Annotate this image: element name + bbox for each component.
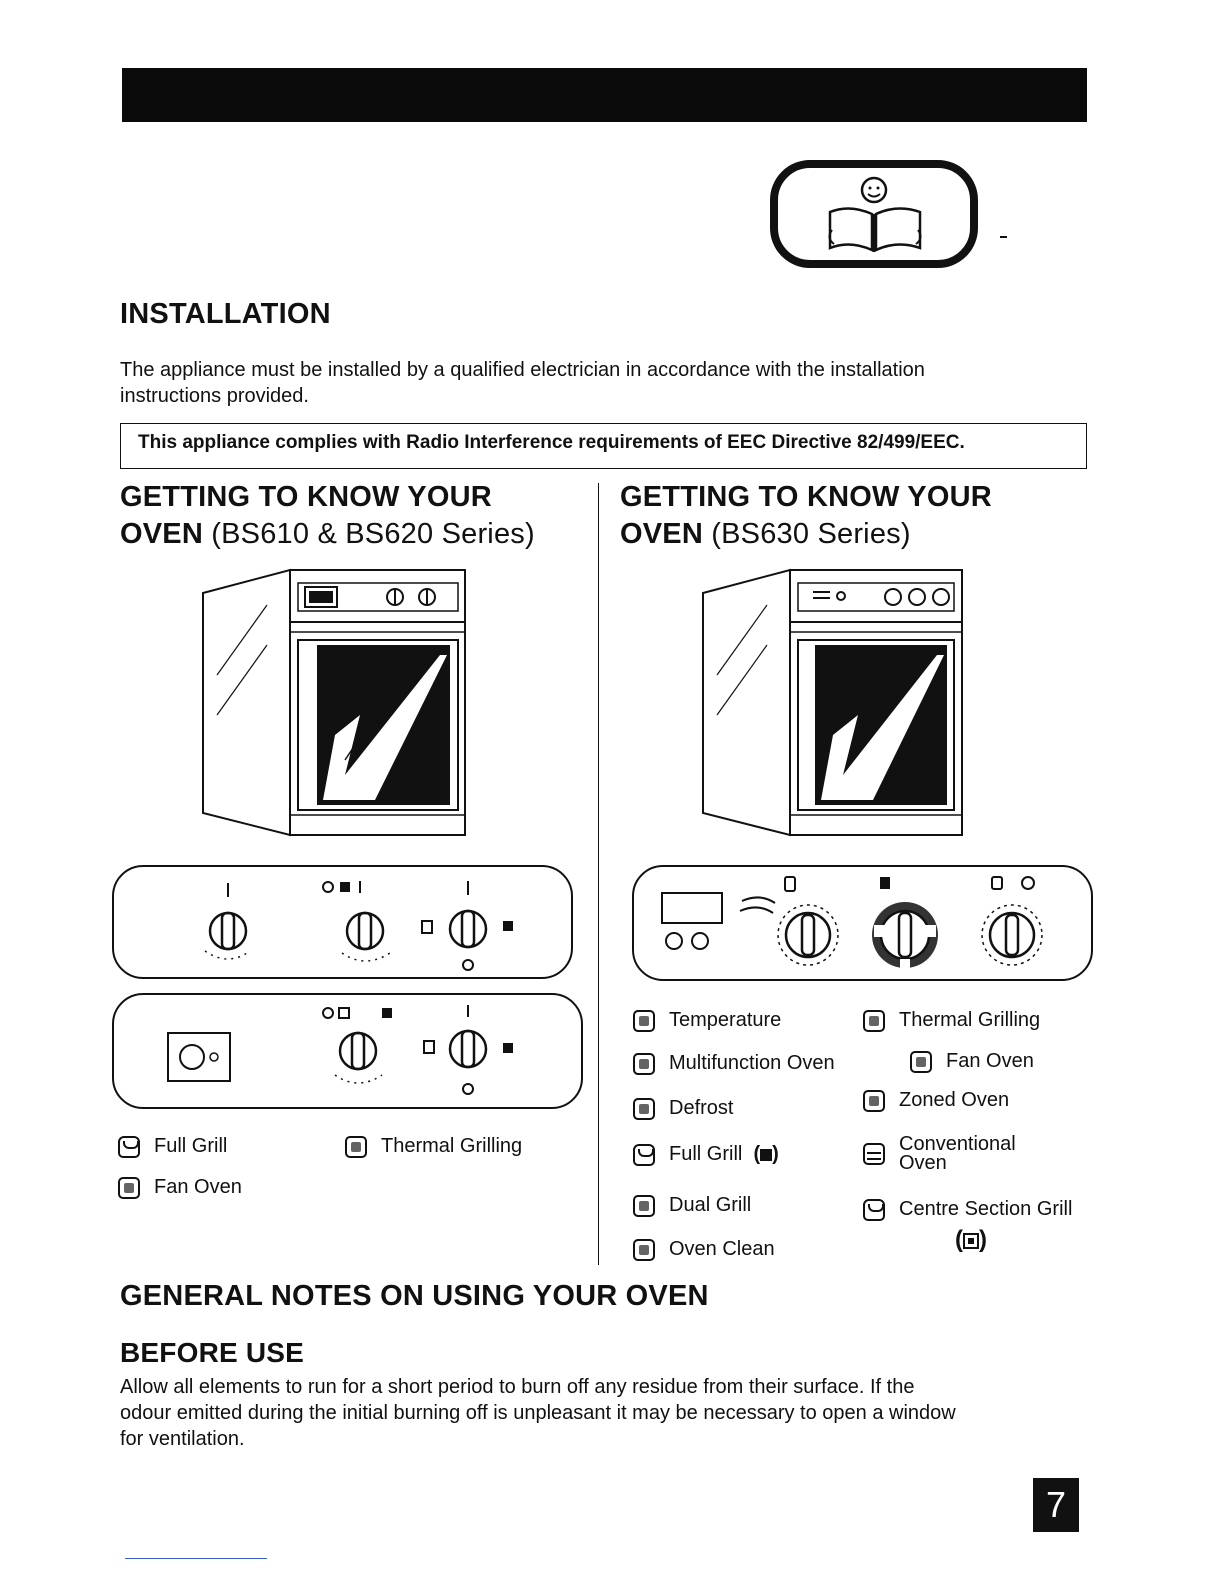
header-bar [122,68,1087,122]
legend-defrost: Defrost [633,1097,733,1120]
legend-label: Fan Oven [154,1176,242,1198]
legend-multifunction-oven: Multifunction Oven [633,1052,835,1075]
control-panel-bs620 [112,993,583,1109]
timer-knob-3 [981,876,1043,966]
column-divider [598,483,599,1265]
legend-thermal-grilling-2: Thermal Grilling [863,1009,1040,1032]
legend-label: Centre Section Grill [899,1198,1073,1220]
left-heading-line-2: OVEN (BS610 & BS620 Series) [120,518,535,551]
before-use-line-2: odour emitted during the initial burning… [120,1402,956,1424]
centre-section-grill-icon [863,1198,885,1221]
function-knob [322,881,391,962]
left-heading-oven: OVEN [120,518,203,550]
left-heading-line-1: GETTING TO KNOW YOUR [120,481,492,513]
function-knob-2 [322,1007,392,1084]
read-instructions-icon [770,160,978,268]
legend-zoned-oven: Zoned Oven [863,1089,1009,1112]
centre-grill-symbol: () [955,1226,987,1253]
right-heading-line-1: GETTING TO KNOW YOUR [620,481,992,513]
timer-knob [204,883,251,960]
legend-label: Conventional Oven [899,1133,1016,1174]
before-use-line-3: for ventilation. [120,1428,245,1450]
right-heading-oven: OVEN [620,518,703,550]
page-number: 7 [1033,1478,1079,1532]
legend-label: Temperature [669,1009,782,1031]
legend-label: Full Grill () [669,1143,779,1165]
eec-notice-text: This appliance complies with Radio Inter… [138,432,965,453]
zoned-oven-icon [863,1089,885,1112]
legend-fan-oven: Fan Oven [118,1176,242,1199]
legend-label: Oven Clean [669,1238,775,1260]
temperature-knob [421,881,513,971]
legend-label: Dual Grill [669,1194,752,1216]
legend-label: Thermal Grilling [381,1135,523,1157]
fan-oven-icon [118,1176,140,1199]
left-heading-series: (BS610 & BS620 Series) [211,518,535,550]
footer-link-line [125,1558,267,1559]
legend-label: Full Grill [154,1135,228,1157]
legend-conventional-oven: Conventional Oven [863,1133,1016,1174]
legend-label: Multifunction Oven [669,1052,835,1074]
multifunction-knob [872,877,938,969]
stray-mark [1000,236,1007,238]
conventional-oven-icon [863,1143,885,1165]
before-use-heading: BEFORE USE [120,1337,305,1368]
full-grill-square-icon [760,1148,773,1161]
centre-square-icon [963,1232,979,1249]
temperature-icon [633,1009,655,1032]
oven-clean-icon [633,1238,655,1261]
full-grill-icon [118,1135,140,1158]
temperature-knob-3 [739,876,839,966]
installation-line-2: instructions provided. [120,385,309,407]
temperature-knob-2 [423,1005,513,1095]
installation-line-1: The appliance must be installed by a qua… [120,359,925,381]
legend-dual-grill: Dual Grill [633,1194,751,1217]
legend-label: Thermal Grilling [899,1009,1041,1031]
fan-oven-icon [910,1050,932,1073]
dual-grill-icon [633,1194,655,1217]
oven-illustration-bs630 [702,568,963,837]
thermal-grilling-icon [863,1009,885,1032]
legend-centre-section-grill: Centre Section Grill [863,1198,1072,1221]
eec-notice: This appliance complies with Radio Inter… [120,423,1087,469]
digital-clock [661,892,723,950]
clock-display [167,1032,231,1082]
legend-label: Defrost [669,1097,734,1119]
legend-oven-clean: Oven Clean [633,1238,775,1261]
legend-full-grill: Full Grill [118,1135,227,1158]
legend-fan-oven-2: Fan Oven [910,1050,1034,1073]
multifunction-oven-icon [633,1052,655,1075]
thermal-grilling-icon [345,1135,367,1158]
legend-label: Zoned Oven [899,1089,1010,1111]
control-panel-bs630 [632,865,1093,981]
oven-illustration-bs610 [202,568,466,837]
general-notes-heading: GENERAL NOTES ON USING YOUR OVEN [120,1280,709,1312]
right-heading-line-2: OVEN (BS630 Series) [620,518,911,551]
installation-heading: INSTALLATION [120,298,331,330]
legend-temperature: Temperature [633,1009,781,1032]
legend-label: Fan Oven [946,1050,1034,1072]
right-heading-series: (BS630 Series) [711,518,911,550]
defrost-icon [633,1097,655,1120]
before-use-line-1: Allow all elements to run for a short pe… [120,1376,915,1398]
legend-full-grill-2: Full Grill () [633,1143,779,1166]
control-panel-bs610 [112,865,573,979]
full-grill-icon [633,1143,655,1166]
legend-thermal-grilling: Thermal Grilling [345,1135,522,1158]
